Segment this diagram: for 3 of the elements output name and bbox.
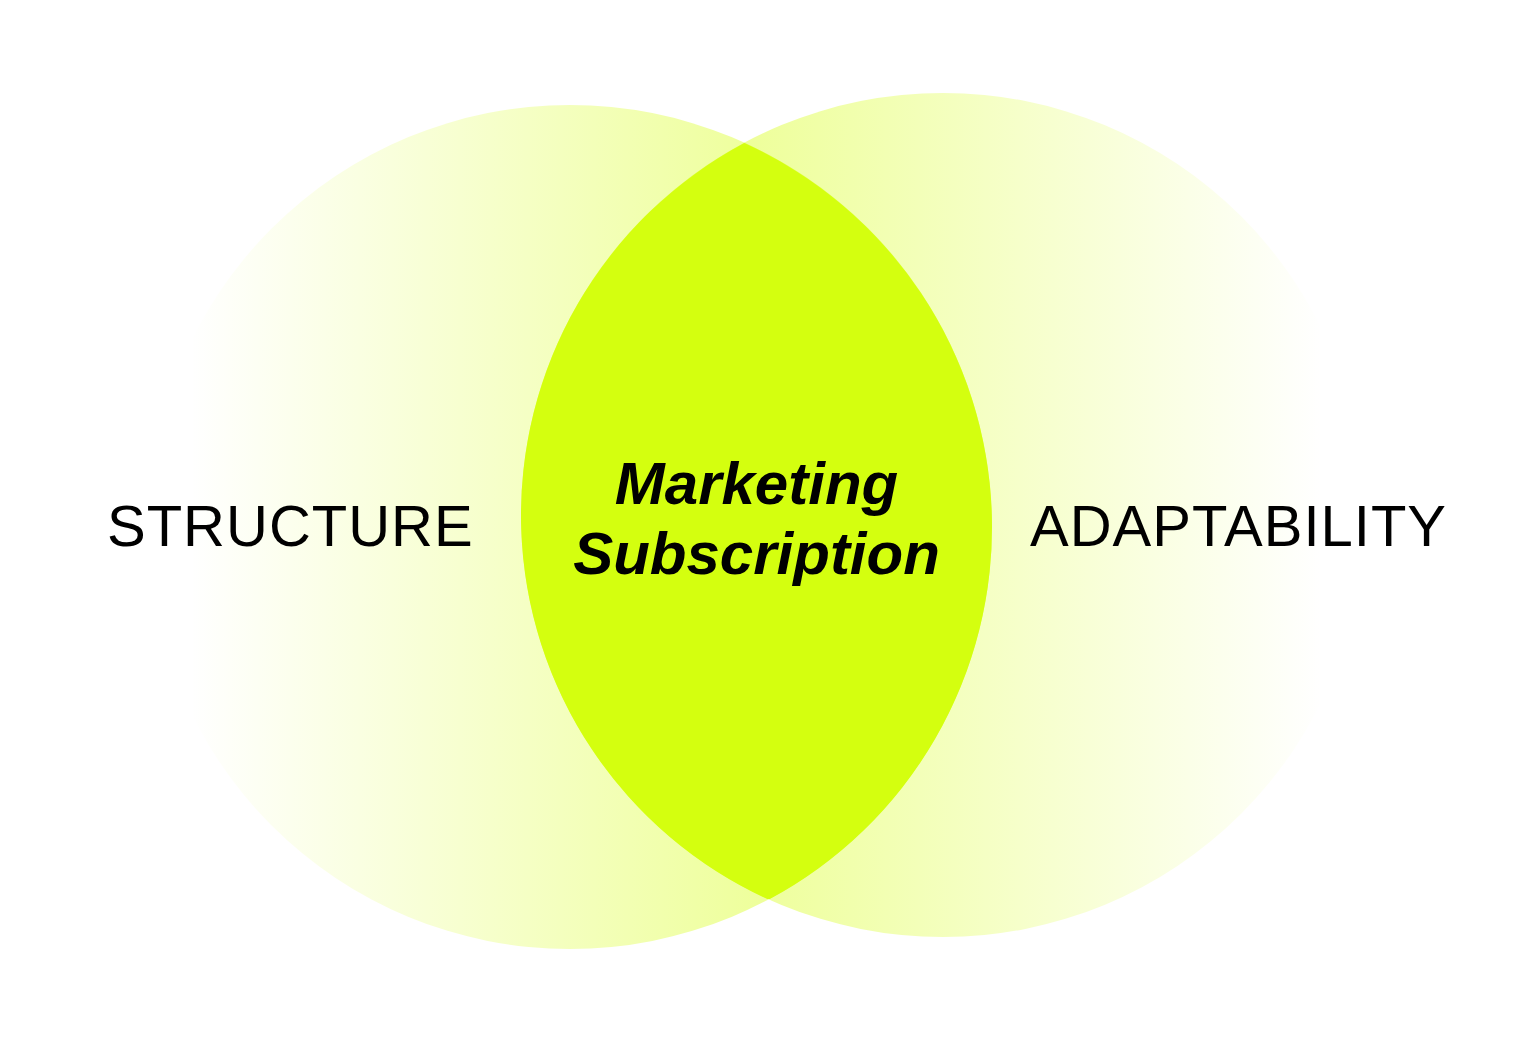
circle-label: STRUCTURE bbox=[107, 497, 474, 555]
circle-label: ADAPTABILITY bbox=[1030, 497, 1448, 555]
overlap-label: Marketing Subscription bbox=[572, 449, 941, 589]
